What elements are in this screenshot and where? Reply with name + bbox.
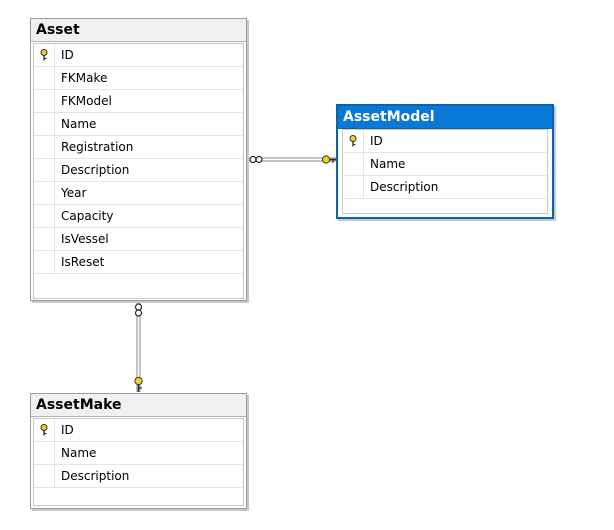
relationship-asset-assetmodel[interactable] [249,155,336,164]
column-row[interactable]: ID [34,419,243,442]
column-name: Description [61,163,130,177]
column-name: FKModel [61,94,112,108]
table-assetmodel[interactable]: AssetModel ID Name Description [336,104,554,219]
row-selector[interactable] [34,205,55,227]
column-row[interactable]: Registration [34,136,243,159]
column-name: Name [61,117,97,131]
column-name: Year [61,186,87,200]
table-title[interactable]: AssetMake [31,394,246,417]
column-grid: ID FKMake FKModel Name Registration Desc… [33,43,244,299]
primary-key-icon [40,424,48,436]
column-row[interactable]: IsVessel [34,228,243,251]
infinity-icon [249,155,263,164]
row-selector[interactable] [34,113,55,135]
row-selector[interactable] [34,67,55,89]
column-name: Name [370,157,406,171]
primary-key-icon [349,135,357,147]
column-row[interactable]: Name [343,153,547,176]
row-selector[interactable] [343,176,364,198]
table-asset[interactable]: Asset ID FKMake FKModel Name Registratio… [30,18,247,301]
key-icon [134,376,143,392]
column-row[interactable]: Description [343,176,547,199]
row-selector[interactable] [343,130,364,152]
row-selector[interactable] [34,90,55,112]
column-row[interactable]: Name [34,442,243,465]
column-name: FKMake [61,71,108,85]
column-name: ID [61,423,74,437]
row-selector[interactable] [343,153,364,175]
row-selector[interactable] [34,44,55,66]
relationship-asset-assetmake[interactable] [134,302,143,392]
column-row[interactable]: Capacity [34,205,243,228]
row-selector[interactable] [34,159,55,181]
primary-key-icon [40,49,48,61]
table-title[interactable]: AssetModel [338,106,552,129]
key-icon [321,155,336,164]
column-name: Registration [61,140,134,154]
table-assetmake[interactable]: AssetMake ID Name Description [30,393,247,509]
column-row[interactable]: Description [34,159,243,182]
column-row[interactable]: FKModel [34,90,243,113]
column-row[interactable]: ID [34,44,243,67]
column-name: ID [370,134,383,148]
column-row[interactable]: IsReset [34,251,243,274]
column-grid: ID Name Description [342,129,548,214]
row-selector[interactable] [34,182,55,204]
column-row[interactable]: Year [34,182,243,205]
column-row[interactable]: FKMake [34,67,243,90]
row-selector[interactable] [34,465,55,487]
column-name: Description [61,469,130,483]
column-name: IsVessel [61,232,109,246]
column-name: IsReset [61,255,105,269]
row-selector[interactable] [34,419,55,441]
row-selector[interactable] [34,228,55,250]
row-selector[interactable] [34,442,55,464]
infinity-icon [134,303,143,317]
column-row[interactable]: ID [343,130,547,153]
column-name: Capacity [61,209,114,223]
column-name: ID [61,48,74,62]
column-row[interactable]: Description [34,465,243,488]
table-title[interactable]: Asset [31,19,246,42]
column-name: Name [61,446,97,460]
row-selector[interactable] [34,251,55,273]
column-grid: ID Name Description [33,418,244,506]
row-selector[interactable] [34,136,55,158]
column-name: Description [370,180,439,194]
column-row[interactable]: Name [34,113,243,136]
